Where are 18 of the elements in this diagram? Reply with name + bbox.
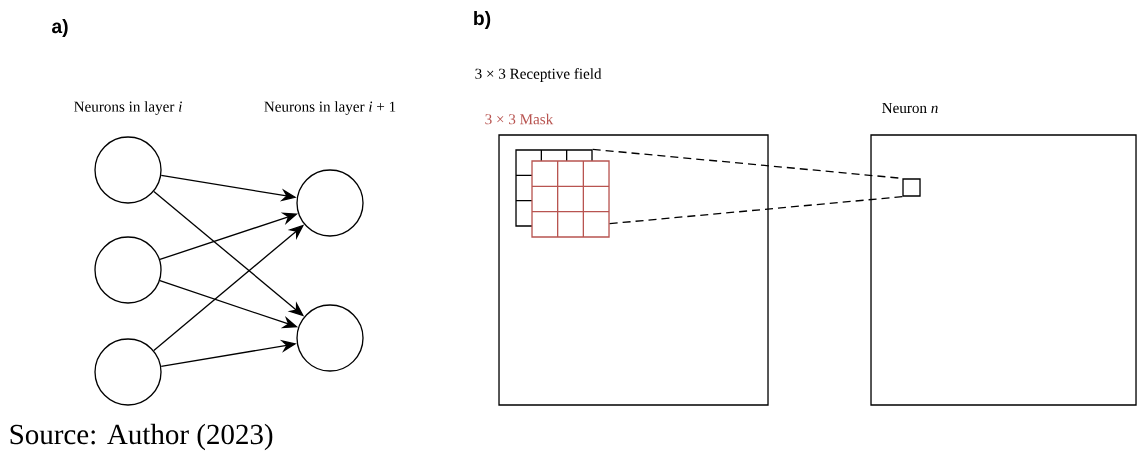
- neuron-circle: [94, 236, 162, 304]
- mask-heading: 3 × 3 Mask: [485, 113, 554, 125]
- column-heading: Neurons in layer i: [74, 101, 182, 115]
- column-heading: Neurons in layer i + 1: [264, 101, 396, 115]
- neuron-circle: [296, 304, 364, 372]
- caption: Source: Author (2023): [10, 423, 273, 451]
- panel-label: b): [474, 11, 491, 29]
- neuron-circle: [94, 338, 162, 406]
- mask-grid: [531, 160, 610, 238]
- neuron-square: [902, 178, 921, 197]
- heading: Neuron n: [882, 103, 938, 113]
- input-square: [498, 134, 769, 406]
- neuron-circle: [94, 136, 162, 204]
- output-square: [870, 134, 1137, 406]
- neuron-circle: [296, 169, 364, 237]
- dashed-line: [609, 196, 903, 225]
- heading: 3 × 3 Receptive field: [475, 68, 602, 82]
- panel-label: a): [52, 19, 68, 37]
